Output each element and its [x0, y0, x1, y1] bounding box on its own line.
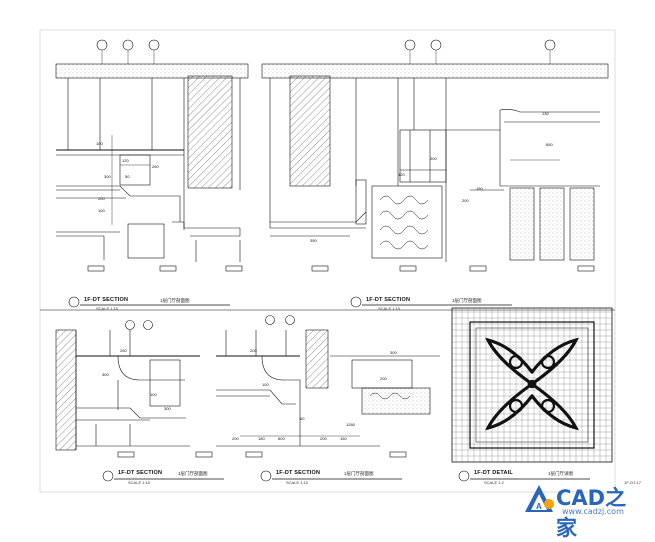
- dim-label: 180: [258, 436, 265, 441]
- section-name-cn: 1层门厅剖面图: [178, 471, 208, 476]
- section-scale: SCALE 1:10: [96, 306, 119, 311]
- ceiling-slab-2: [261, 63, 609, 79]
- section-title: 1F-DT SECTION: [366, 297, 411, 303]
- dim-label: 120: [398, 172, 405, 177]
- dim-label: 300: [102, 372, 109, 377]
- dim-label: 250: [120, 348, 127, 353]
- section-1-drawing: [55, 39, 249, 272]
- dim-label: 300: [390, 350, 397, 355]
- section-title: 1F-DT SECTION: [84, 297, 129, 303]
- dim-label: 120: [122, 158, 129, 163]
- section-name-cn: 1层门厅剖面图: [344, 471, 374, 476]
- sheet-border: [39, 29, 616, 493]
- dim-label: 200: [380, 376, 387, 381]
- section-title: 1F-DT SECTION: [276, 470, 321, 476]
- dim-label: 200: [430, 156, 437, 161]
- section-scale: SCALE 1:10: [128, 480, 151, 485]
- dim-label: 100: [262, 382, 269, 387]
- section-3-drawing: [55, 320, 213, 458]
- dim-label: 100: [98, 208, 105, 213]
- cad-drawing: 100 120 300 50 260 200 100 350 150 200 6…: [39, 29, 616, 493]
- dim-label: 260: [152, 164, 159, 169]
- cadzj-logo: A CAD之家 www.cadzj.com: [522, 482, 647, 540]
- section-2-drawing: [261, 39, 609, 272]
- logo-mark-icon: A: [525, 485, 554, 512]
- dim-label: 1260: [346, 422, 356, 427]
- dim-label: 200: [462, 198, 469, 203]
- dim-label: 200: [250, 348, 257, 353]
- section-scale: SCALE 1:10: [286, 480, 309, 485]
- dim-label: 300: [104, 174, 111, 179]
- dim-label: 150: [340, 436, 347, 441]
- section-name-cn: 1层门厅剖面图: [160, 298, 190, 303]
- dim-label: 650: [546, 142, 553, 147]
- dim-label: 200: [232, 436, 239, 441]
- drawing-sheet: 100 120 300 50 260 200 100 350 150 200 6…: [39, 29, 647, 540]
- sheet-number: 1F-DT-17: [624, 480, 641, 485]
- dim-label: 200: [320, 436, 327, 441]
- dim-label: 300: [164, 406, 171, 411]
- dim-label: 150: [476, 186, 483, 191]
- wall-column-2: [289, 75, 331, 187]
- section-name-cn: 1层门厅剖面图: [452, 298, 482, 303]
- logo-url: www.cadzj.com: [562, 507, 624, 516]
- section-name-cn: 1层门厅详图: [548, 471, 574, 476]
- section-scale: SCALE 1:10: [378, 306, 401, 311]
- dim-label: 100: [150, 392, 157, 397]
- dim-label: 200: [98, 196, 105, 201]
- section-4-drawing: [216, 315, 440, 458]
- dim-label: 130: [542, 111, 549, 116]
- dim-label: 100: [96, 141, 103, 146]
- section-title: 1F-DT SECTION: [118, 470, 163, 476]
- section-title: 1F-DT DETAIL: [474, 470, 513, 476]
- dim-label: 60: [300, 416, 305, 421]
- dim-label: 50: [125, 174, 130, 179]
- wall-column: [187, 75, 233, 189]
- dim-label: 600: [278, 436, 285, 441]
- floor-medallion-detail: [451, 307, 613, 463]
- dim-label: 350: [310, 238, 317, 243]
- svg-text:A: A: [536, 502, 542, 511]
- section-scale: SCALE 1:2: [484, 480, 504, 485]
